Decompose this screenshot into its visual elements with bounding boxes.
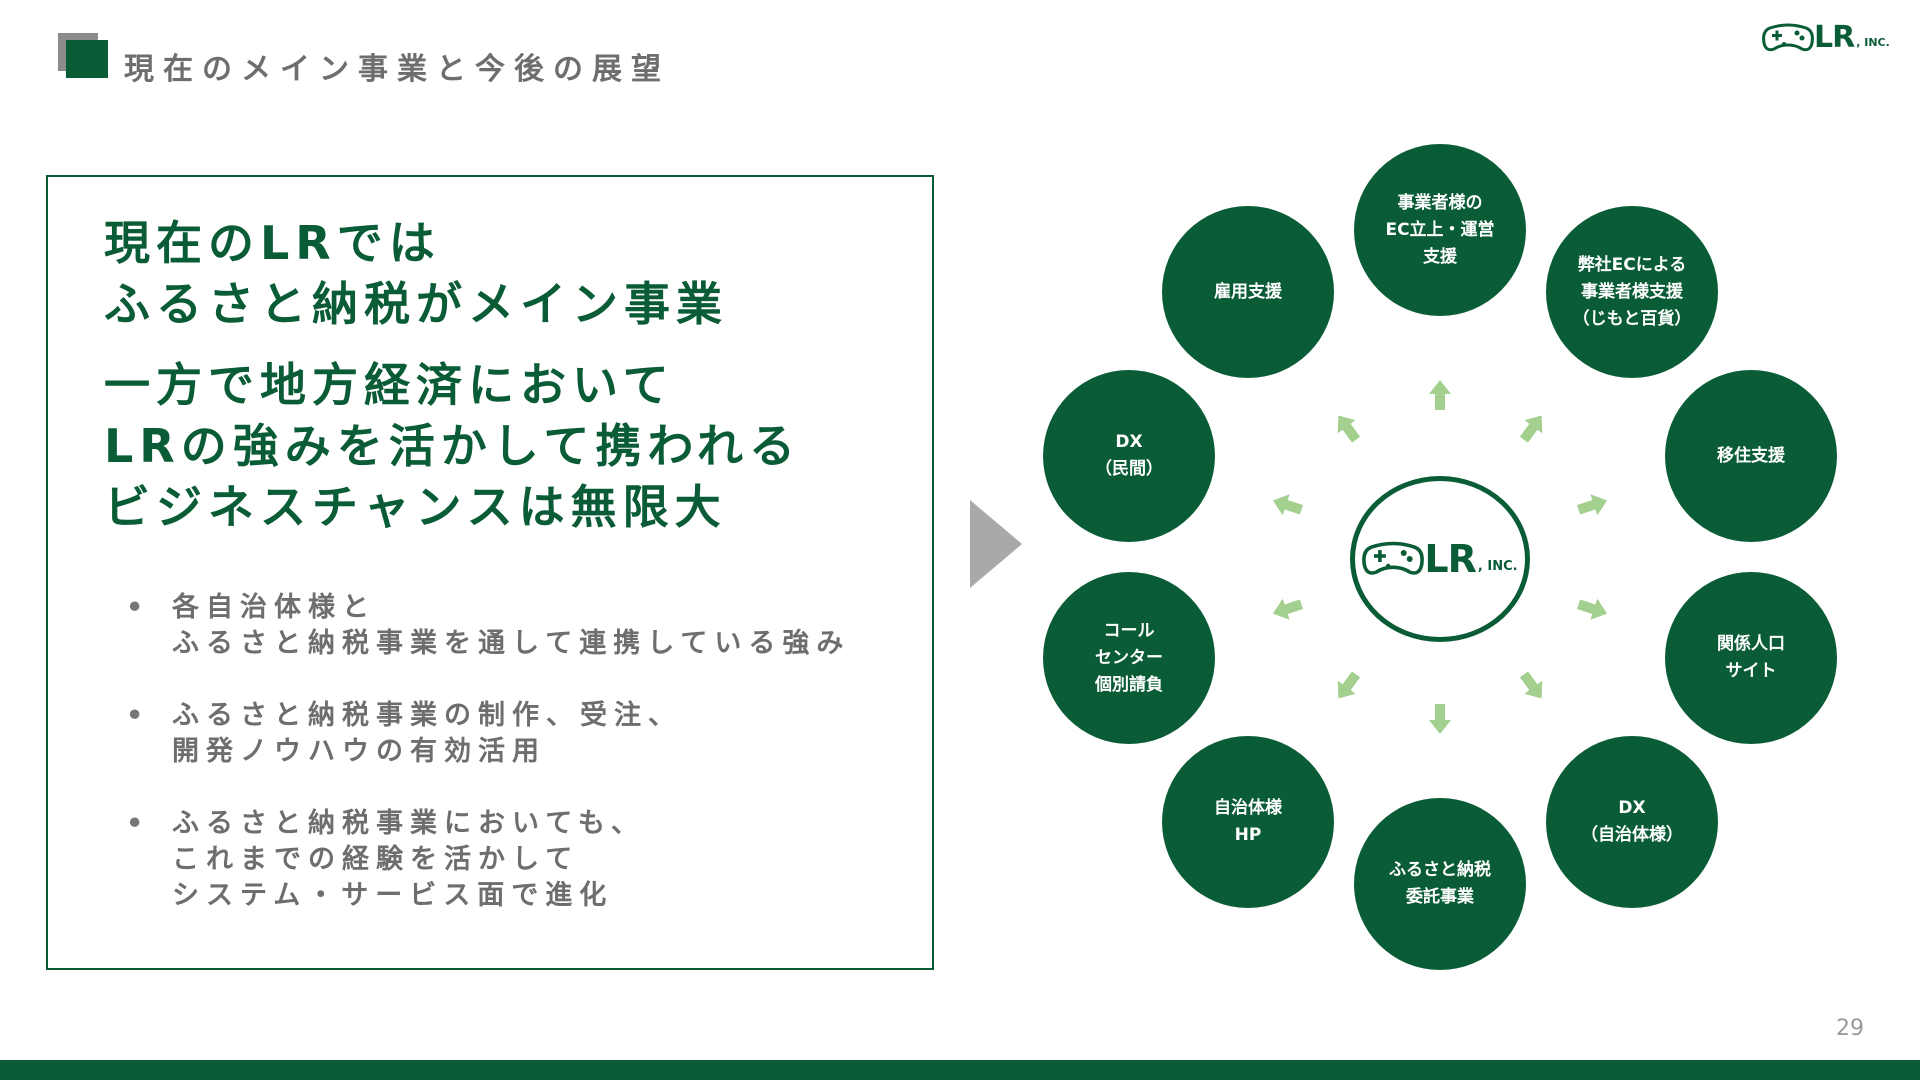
bullet-item: • 各自治体様と ふるさと納税事業を通して連携している強み (126, 590, 850, 662)
node-label: 関係人口 サイト (1717, 634, 1785, 681)
headline-line: LRの強みを活かして携われる (104, 419, 802, 473)
node-call: コール センター 個別請負 (1043, 572, 1215, 744)
arrow-icon (1269, 593, 1305, 625)
gamepad-icon (1762, 23, 1814, 51)
headline-future: 一方で地方経済において LRの強みを活かして携われる ビジネスチャンスは無限大 (104, 355, 801, 538)
summary-panel: 現在のLRでは ふるさと納税がメイン事業 一方で地方経済において LRの強みを活… (46, 175, 934, 970)
gamepad-icon (1362, 541, 1425, 575)
node-label: コール センター 個別請負 (1095, 620, 1163, 695)
arrow-icon (1575, 593, 1611, 625)
node-ec-support: 事業者様の EC立上・運営 支援 (1354, 144, 1526, 316)
node-label: DX （民間） (1095, 432, 1163, 479)
arrow-icon (1269, 489, 1305, 521)
node-jimoto: 弊社ECによる 事業者様支援 （じもと百貨） (1546, 206, 1718, 378)
bullet-line: 各自治体様と (172, 592, 376, 623)
arrow-icon (1329, 667, 1365, 706)
logo-text: LR (1814, 20, 1855, 55)
arrow-icon (1575, 489, 1611, 521)
headline-line: ビジネスチャンスは無限大 (104, 480, 727, 534)
node-label: 弊社ECによる 事業者様支援 （じもと百貨） (1572, 254, 1692, 329)
bullet-line: ふるさと納税事業の制作、受注、 (172, 700, 682, 731)
node-label: 雇用支援 (1214, 281, 1282, 302)
arrow-icon (1515, 408, 1551, 447)
bullet-line: システム・サービス面で進化 (172, 880, 614, 911)
bullet-line: ふるさと納税事業を通して連携している強み (172, 628, 851, 659)
logo-suffix: , INC. (1856, 36, 1890, 49)
node-hp: 自治体様 HP (1162, 736, 1334, 908)
node-label: 事業者様の EC立上・運営 支援 (1385, 192, 1495, 267)
bullet-item: • ふるさと納税事業においても、 これまでの経験を活かして システム・サービス面… (126, 806, 850, 914)
bullet-marker: • (126, 700, 151, 731)
bullet-line: ふるさと納税事業においても、 (172, 808, 646, 839)
bullet-marker: • (126, 808, 151, 839)
logo-text: LR (1424, 537, 1476, 581)
slide-title: 現在のメイン事業と今後の展望 (124, 52, 670, 87)
bullet-item: • ふるさと納税事業の制作、受注、 開発ノウハウの有効活用 (126, 698, 850, 770)
title-accent-front (66, 40, 108, 78)
company-logo: LR , INC. (1762, 20, 1890, 55)
bullet-line: 開発ノウハウの有効活用 (172, 736, 546, 767)
company-logo: LR , INC. (1362, 537, 1518, 581)
node-label: 移住支援 (1717, 445, 1785, 466)
node-label: DX （自治体様） (1581, 798, 1683, 845)
bullet-list: • 各自治体様と ふるさと納税事業を通して連携している強み • ふるさと納税事業… (126, 590, 850, 950)
business-diagram: 事業者様の EC立上・運営 支援 弊社ECによる 事業者様支援 （じもと百貨） … (1040, 140, 1840, 980)
node-label: ふるさと納税 委託事業 (1389, 860, 1491, 907)
headline-line: ふるさと納税がメイン事業 (104, 277, 728, 331)
node-iju: 移住支援 (1665, 370, 1837, 542)
node-kankei: 関係人口 サイト (1665, 572, 1837, 744)
headline-current: 現在のLRでは ふるさと納税がメイン事業 (104, 213, 728, 335)
logo-suffix: , INC. (1477, 558, 1518, 574)
node-label: 自治体様 HP (1214, 798, 1282, 845)
node-furusato: ふるさと納税 委託事業 (1354, 798, 1526, 970)
node-dx-local: DX （自治体様） (1546, 736, 1718, 908)
bullet-marker: • (126, 592, 151, 623)
arrow-icon (1515, 667, 1551, 706)
arrow-icon (1429, 704, 1451, 734)
bullet-line: これまでの経験を活かして (172, 844, 580, 875)
chevron-right-icon (970, 500, 1022, 588)
headline-line: 現在のLRでは (104, 216, 441, 270)
headline-line: 一方で地方経済において (104, 358, 675, 412)
arrow-icon (1429, 380, 1451, 410)
page-number: 29 (1836, 1016, 1864, 1041)
footer-bar (0, 1060, 1920, 1080)
node-koyo: 雇用支援 (1162, 206, 1334, 378)
node-dx-private: DX （民間） (1043, 370, 1215, 542)
center-logo: LR , INC. (1350, 476, 1530, 642)
arrow-icon (1329, 408, 1365, 447)
